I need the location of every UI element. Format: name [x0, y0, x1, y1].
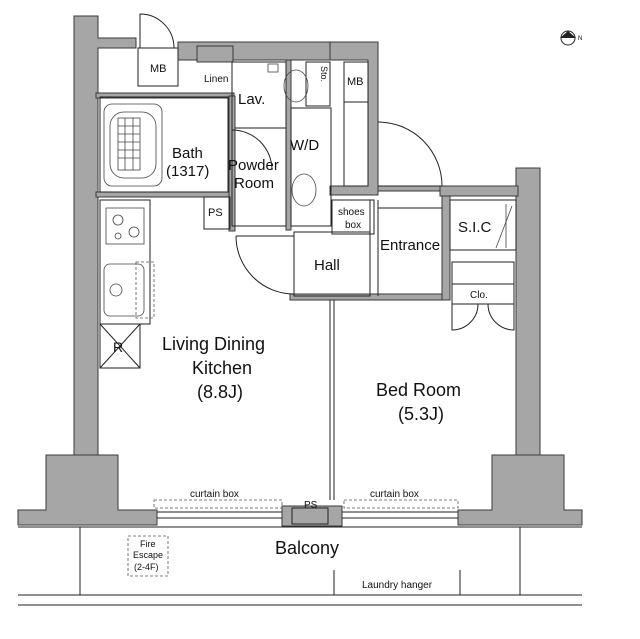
- mb-top-label: MB: [150, 63, 167, 75]
- ps-left-label: PS: [208, 207, 223, 219]
- linen-label: Linen: [204, 74, 228, 85]
- hall-label: Hall: [314, 257, 340, 274]
- powder-label-1: Powder: [228, 157, 279, 174]
- ldk-size: (8.8J): [197, 382, 243, 402]
- shoes-label-2: box: [345, 220, 361, 231]
- fixtures: [103, 63, 513, 319]
- mb-right-label: MB: [347, 76, 364, 88]
- fire-escape-label-3: (2-4F): [134, 562, 159, 572]
- bath-size: (1317): [166, 163, 209, 180]
- powder-label-2: Room: [234, 175, 274, 192]
- shoes-label-1: shoes: [338, 207, 365, 218]
- curtain-box-left: curtain box: [190, 489, 239, 500]
- curtain-box-right: curtain box: [370, 489, 419, 500]
- bed-label: Bed Room: [376, 380, 461, 400]
- fire-escape-label-1: Fire: [140, 539, 156, 549]
- sic-label: S.I.C: [458, 219, 492, 236]
- room-labels: MB Linen Lav. Sto. MB Bath (1317) W/D Po…: [113, 63, 492, 591]
- windows-balcony: [18, 499, 582, 606]
- lav-label: Lav.: [238, 91, 265, 108]
- sto-label: Sto.: [319, 66, 329, 82]
- clo-label: Clo.: [470, 290, 488, 301]
- ldk-label-1: Living Dining: [162, 334, 265, 354]
- ps-bottom-label: PS: [304, 500, 318, 511]
- door-swings: [139, 13, 515, 331]
- laundry-hanger-label: Laundry hanger: [362, 580, 433, 591]
- bath-label: Bath: [172, 145, 203, 162]
- wd-label: W/D: [290, 137, 319, 154]
- north-arrow-icon: N: [560, 30, 582, 46]
- entrance-label: Entrance: [380, 237, 440, 254]
- bath-grid: [117, 117, 141, 171]
- refrigerator-label: R: [113, 339, 123, 355]
- fire-escape-label-2: Escape: [133, 550, 163, 560]
- ldk-label-2: Kitchen: [192, 358, 252, 378]
- structural-walls: [17, 15, 583, 527]
- svg-text:N: N: [578, 36, 582, 42]
- bed-size: (5.3J): [398, 404, 444, 424]
- balcony-label: Balcony: [275, 538, 339, 558]
- interior-lines: [99, 47, 517, 500]
